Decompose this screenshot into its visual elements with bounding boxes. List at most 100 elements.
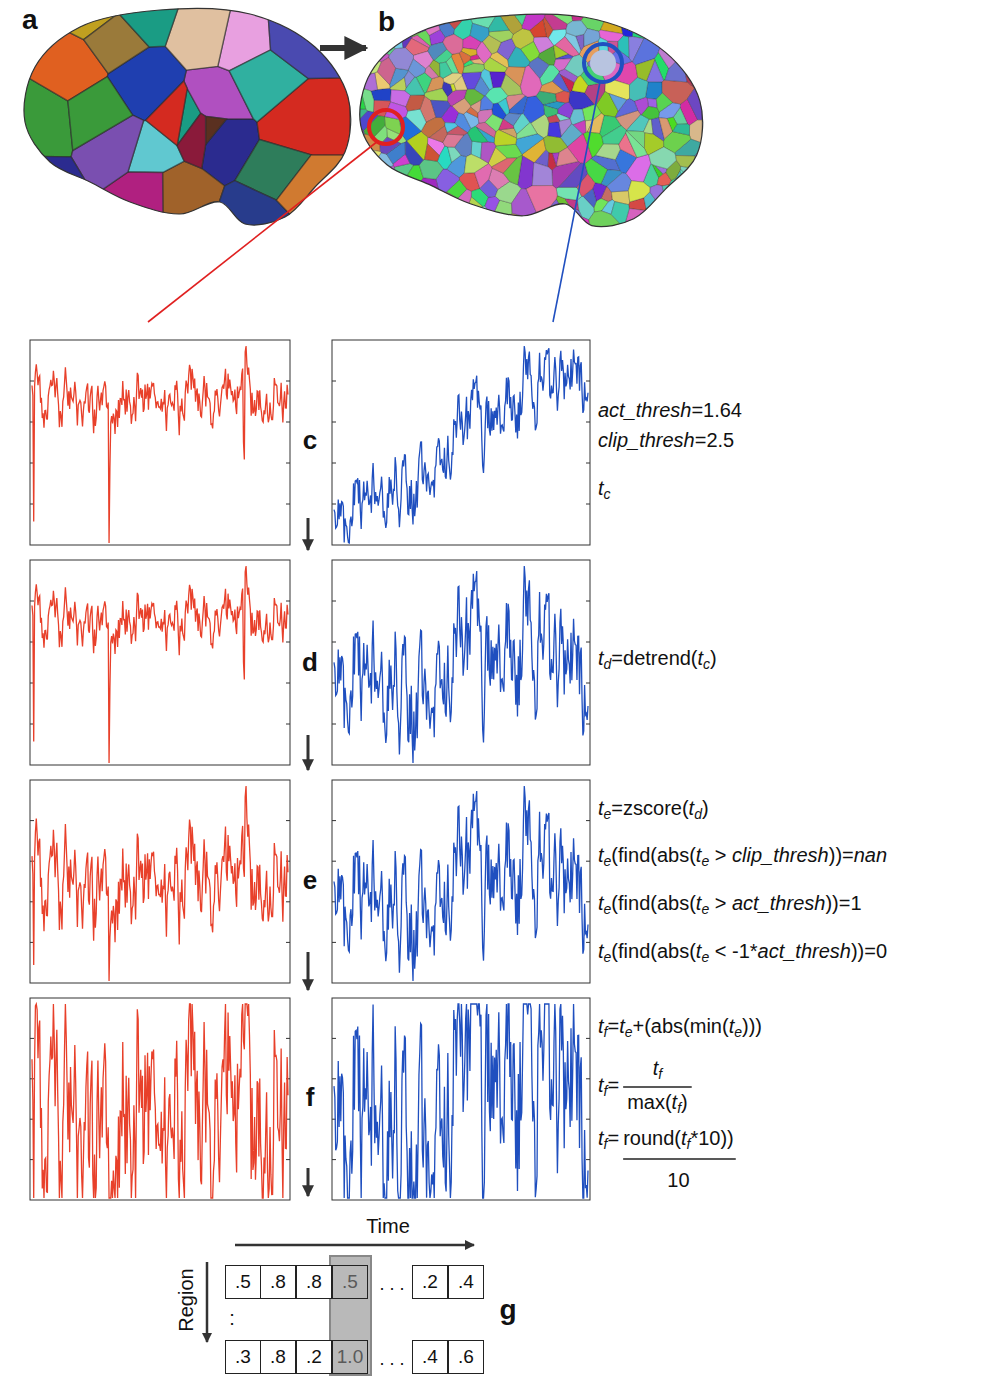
brain-region	[377, 57, 395, 84]
brain-region	[670, 188, 683, 202]
brain-region	[454, 76, 467, 91]
panel-frame	[30, 340, 290, 545]
brain-region	[448, 147, 461, 162]
cell-value: 1.0	[337, 1346, 363, 1368]
brain-region	[431, 100, 451, 117]
cell-value: .8	[270, 1346, 286, 1368]
axis-tick	[586, 901, 590, 902]
fraction-bars	[623, 1087, 736, 1159]
time-series-panel	[332, 998, 590, 1200]
axis-tick	[332, 642, 336, 643]
panel-frame	[30, 998, 290, 1200]
axis-tick	[286, 724, 290, 725]
equation-text: 10	[667, 1169, 689, 1191]
panel-frame	[332, 998, 590, 1200]
axis-label: . . .	[379, 1275, 404, 1295]
axis-tick	[586, 820, 590, 821]
equation-text: tc	[598, 477, 611, 503]
matrix-cell: .8	[296, 1265, 332, 1299]
axis-tick	[586, 1119, 590, 1120]
brain-region	[657, 200, 673, 220]
brain-region	[685, 179, 694, 187]
axis-tick	[332, 463, 336, 464]
brain-region	[628, 8, 654, 20]
axis-tick	[332, 724, 336, 725]
brain-region	[404, 189, 432, 213]
brain-region	[68, 77, 133, 151]
equation-text: act_thresh=1.64	[598, 399, 742, 421]
panel-frame	[332, 560, 590, 765]
signal-trace	[32, 566, 288, 763]
brain-region	[495, 144, 521, 158]
brain-region	[481, 69, 493, 90]
axis-label: :	[229, 1307, 235, 1329]
brain-region	[602, 126, 627, 145]
axis-label: Region	[175, 1268, 197, 1331]
brain-region	[629, 77, 648, 101]
brain-region	[452, 98, 470, 114]
axis-tick	[30, 381, 34, 382]
panel-arrow	[320, 45, 366, 51]
brain-region	[572, 76, 588, 93]
axis-tick	[586, 942, 590, 943]
brain-region	[397, 218, 418, 229]
brain-region	[429, 195, 453, 216]
brain-region	[345, 209, 366, 229]
matrix-cell: .4	[448, 1265, 484, 1299]
panel-letter: a	[22, 5, 38, 36]
brain-region	[470, 55, 480, 61]
brain-region	[372, 36, 395, 55]
equation-text: tf=	[598, 1074, 619, 1100]
highlight-circle	[584, 44, 622, 82]
matrix-cell: .8	[260, 1340, 296, 1374]
brain-region	[406, 109, 426, 131]
brain-region	[408, 59, 425, 77]
brain-region	[365, 221, 378, 228]
equation-text: te(find(abs(te > clip_thresh))=nan	[598, 844, 887, 870]
brain-region	[363, 192, 384, 212]
signal-trace	[334, 566, 588, 763]
brain-region	[485, 196, 500, 215]
cell-value: .2	[306, 1346, 322, 1368]
brain-region	[522, 8, 546, 30]
panel-frame	[30, 780, 290, 983]
equation-text: max(tf)	[627, 1091, 688, 1117]
brain-region	[146, 81, 188, 146]
brain-region	[552, 73, 569, 92]
brain-region	[685, 38, 702, 56]
brain-region	[459, 51, 470, 64]
brain-region	[406, 95, 425, 111]
equation-text: clip_thresh=2.5	[598, 429, 734, 451]
brain-region	[527, 214, 542, 229]
cell-value: .5	[342, 1271, 358, 1293]
brain-region	[345, 136, 355, 142]
cell-value: .5	[235, 1271, 251, 1293]
time-axis-arrow	[235, 1244, 474, 1247]
panel-letter: d	[302, 648, 318, 677]
brain-region	[481, 142, 496, 163]
fraction-bar	[623, 1158, 736, 1160]
axis-tick	[586, 861, 590, 862]
axis-tick	[286, 901, 290, 902]
brain-region	[532, 163, 552, 186]
matrix-cell: .5	[332, 1265, 368, 1299]
axis-tick	[332, 820, 336, 821]
time-series-panel	[332, 560, 590, 765]
axis-tick	[332, 1038, 336, 1039]
highlight-column	[330, 1256, 371, 1375]
arrows-and-leaders	[148, 48, 600, 1375]
time-series-panels	[30, 340, 590, 1200]
axis-tick	[332, 1159, 336, 1160]
brain-region	[206, 116, 227, 144]
brain-region	[547, 115, 559, 123]
brain-region	[506, 94, 525, 110]
brain-region	[10, 156, 94, 227]
axis-tick	[586, 724, 590, 725]
brain-region	[673, 8, 695, 36]
brain-region	[428, 212, 456, 228]
brain-outline	[24, 8, 351, 225]
brain-region	[441, 8, 455, 22]
brain-region	[355, 8, 367, 30]
signal-trace	[334, 786, 588, 981]
